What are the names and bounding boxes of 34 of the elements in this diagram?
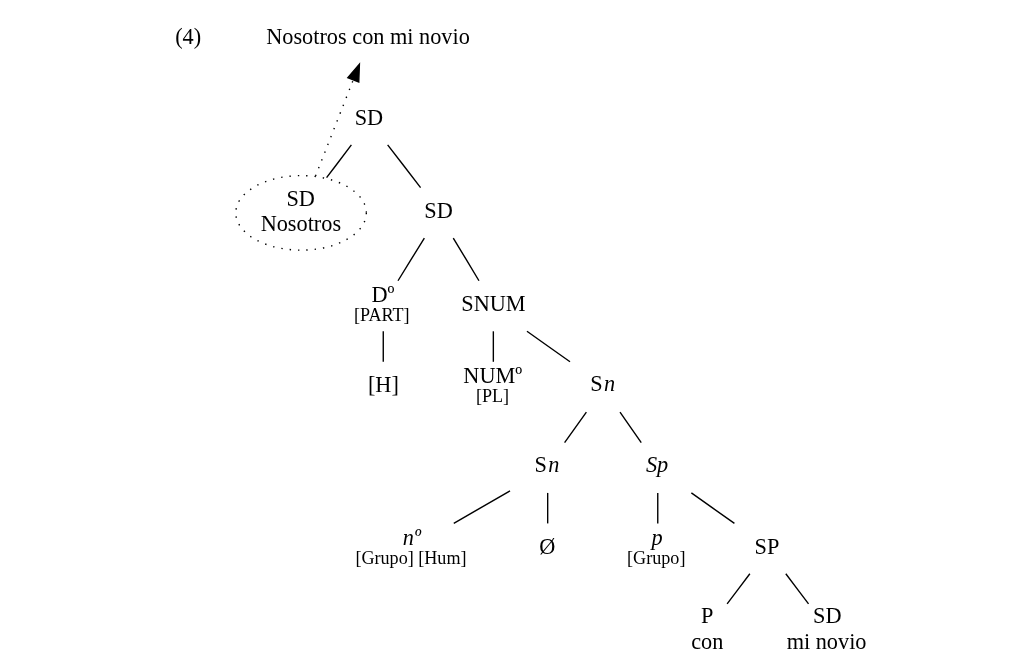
node-text: Sn bbox=[533, 451, 560, 477]
label: (4) bbox=[174, 24, 201, 50]
node-text: SP bbox=[754, 533, 779, 559]
node-text: Dº [PART] bbox=[353, 282, 410, 326]
node-text: SD mi novio bbox=[786, 603, 866, 654]
connector bbox=[725, 573, 751, 605]
node-text: P con bbox=[690, 603, 723, 654]
node-text: SD bbox=[354, 105, 383, 130]
node-text: SNUM bbox=[460, 291, 526, 317]
connector bbox=[396, 237, 425, 282]
connector bbox=[690, 492, 735, 525]
node-ellipse: SD Nosotros bbox=[234, 174, 367, 251]
connector bbox=[492, 330, 494, 363]
connector bbox=[325, 144, 352, 179]
connector bbox=[382, 330, 384, 363]
node-text: Sn bbox=[589, 370, 615, 396]
node-text: NUMº [PL] bbox=[462, 363, 522, 407]
connector bbox=[386, 144, 421, 189]
node-text: Nosotros con mi novio bbox=[265, 24, 470, 50]
connector bbox=[784, 573, 809, 605]
connector bbox=[656, 492, 658, 525]
node-text: nº [Grupo] [Hum] bbox=[354, 524, 467, 568]
connector bbox=[452, 237, 480, 282]
node-text: [H] bbox=[367, 372, 399, 398]
node-text: Sp bbox=[645, 451, 668, 477]
arrow bbox=[314, 62, 360, 177]
node-text: Ø bbox=[538, 533, 555, 559]
connector bbox=[618, 411, 642, 444]
connector bbox=[546, 492, 548, 525]
node-text: p [Grupo] bbox=[626, 524, 685, 568]
connector bbox=[452, 490, 511, 524]
node-text: SD bbox=[423, 198, 453, 224]
connector bbox=[563, 411, 587, 444]
connector bbox=[525, 330, 571, 363]
